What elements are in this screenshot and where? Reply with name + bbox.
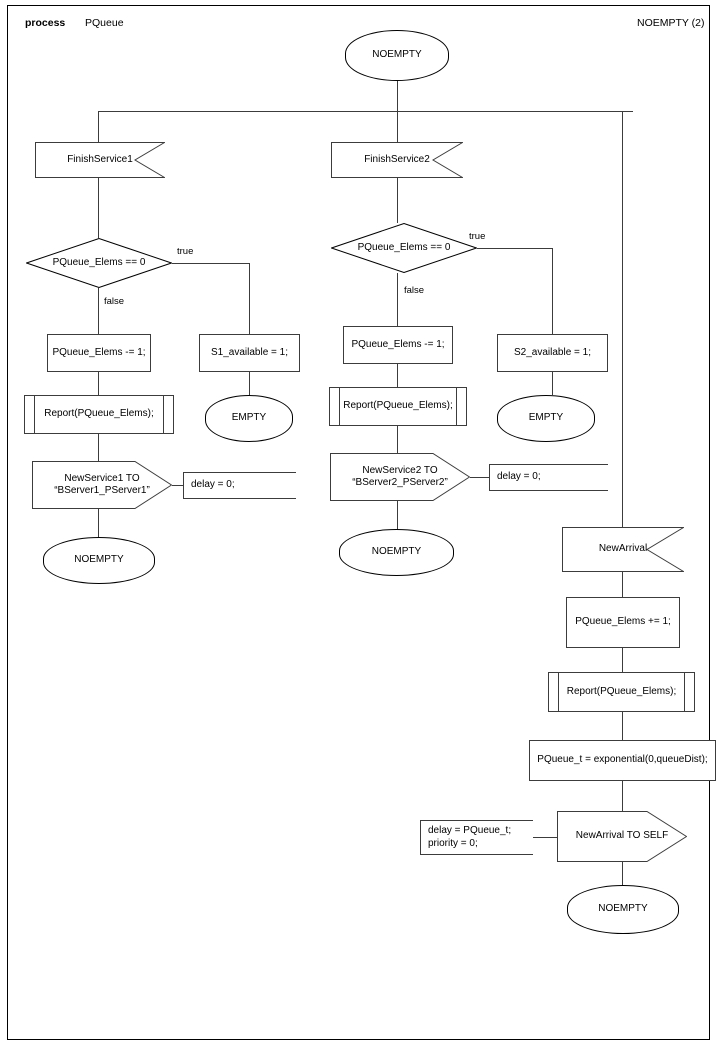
connector-out2-noempty2 (397, 501, 398, 529)
connector-task2-report2 (397, 364, 398, 387)
node-label: PQueue_Elems -= 1; (52, 346, 146, 358)
header-process-name: PQueue (85, 17, 124, 29)
edge-label-lbl_true1: true (177, 246, 194, 257)
connector-inc-report3 (622, 648, 623, 672)
node-task_exp[interactable]: PQueue_t = exponential(0,queueDist); (529, 740, 716, 781)
node-label: EMPTY (231, 412, 267, 424)
node-label: delay = 0; (497, 471, 541, 483)
connector-s2-empty2 (552, 372, 553, 395)
node-dec1[interactable]: PQueue_Elems == 0 (26, 238, 172, 288)
connector-finish2-dec2 (397, 178, 398, 223)
node-cmt_delay3[interactable]: delay = PQueue_t; priority = 0; (420, 820, 533, 855)
node-label: PQueue_Elems += 1; (575, 616, 671, 628)
header-state-ref: NOEMPTY (2) (637, 17, 705, 29)
node-label: NOEMPTY (371, 546, 422, 558)
node-label: delay = PQueue_t; priority = 0; (428, 825, 512, 849)
node-in_finish1[interactable]: FinishService1 (35, 142, 167, 178)
node-task_s2[interactable]: S2_available = 1; (497, 334, 608, 372)
node-label: Report(PQueue_Elems); (44, 408, 154, 420)
connector-self-noempty3 (622, 862, 623, 885)
node-start_state[interactable]: NOEMPTY (345, 30, 449, 81)
connector-out1-comment (172, 485, 183, 486)
connector-fork-bar (98, 111, 633, 112)
page-border (7, 5, 710, 1040)
node-state_empty2[interactable]: EMPTY (497, 395, 595, 442)
connector-to-finish1 (98, 111, 99, 142)
node-proc_rep1[interactable]: Report(PQueue_Elems); (24, 395, 174, 434)
node-label: NOEMPTY (372, 49, 422, 61)
node-label: EMPTY (528, 412, 564, 424)
connector-s1-empty1 (249, 372, 250, 395)
node-proc_rep2[interactable]: Report(PQueue_Elems); (329, 387, 467, 426)
node-task_inc[interactable]: PQueue_Elems += 1; (566, 597, 680, 648)
node-label: S1_available = 1; (210, 346, 288, 358)
connector-newarrival-inc (622, 572, 623, 597)
node-label: delay = 0; (191, 479, 235, 491)
node-state_noempty2[interactable]: NOEMPTY (339, 529, 454, 576)
node-in_finish2[interactable]: FinishService2 (331, 142, 465, 178)
procedure-bar-left (34, 395, 35, 434)
node-label: NOEMPTY (598, 903, 648, 915)
node-label: PQueue_Elems -= 1; (351, 338, 445, 350)
connector-out2-comment (470, 477, 489, 478)
node-cmt_delay2[interactable]: delay = 0; (489, 464, 608, 491)
connector-dec1-true-v (249, 263, 250, 334)
node-state_noempty3[interactable]: NOEMPTY (567, 885, 679, 934)
node-out_newservice2[interactable]: NewService2 TO “BServer2_PServer2” (330, 453, 471, 501)
connector-dec2-true-h (477, 248, 552, 249)
node-task_s1[interactable]: S1_available = 1; (199, 334, 300, 372)
node-in_newarrival[interactable]: NewArrival (562, 527, 686, 572)
connector-to-newarrival (622, 111, 623, 527)
connector-self-comment (533, 837, 557, 838)
procedure-bar-left (558, 672, 559, 712)
connector-start-down (397, 81, 398, 111)
node-label: Report(PQueue_Elems); (343, 400, 453, 412)
node-out_self[interactable]: NewArrival TO SELF (557, 811, 688, 862)
node-label: NOEMPTY (74, 554, 124, 566)
connector-dec2-false (397, 273, 398, 326)
connector-dec1-true-h (172, 263, 249, 264)
procedure-bar-left (339, 387, 340, 426)
node-state_empty1[interactable]: EMPTY (205, 395, 293, 442)
node-label: S2_available = 1; (513, 346, 591, 358)
connector-dec2-true-v (552, 248, 553, 334)
procedure-bar-right (456, 387, 457, 426)
connector-finish1-dec1 (98, 178, 99, 238)
edge-label-lbl_false2: false (404, 285, 425, 296)
connector-report3-exp (622, 712, 623, 740)
edge-label-lbl_false1: false (104, 296, 125, 307)
connector-report1-out1 (98, 434, 99, 461)
header-keyword: process (25, 17, 66, 29)
node-label: PQueue_t = exponential(0,queueDist); (537, 754, 708, 766)
connector-to-finish2 (397, 111, 398, 142)
node-proc_rep3[interactable]: Report(PQueue_Elems); (548, 672, 695, 712)
procedure-bar-right (163, 395, 164, 434)
procedure-bar-right (684, 672, 685, 712)
node-label: Report(PQueue_Elems); (566, 685, 677, 697)
connector-out1-noempty1 (98, 509, 99, 537)
node-cmt_delay1[interactable]: delay = 0; (183, 472, 296, 499)
edge-label-lbl_true2: true (469, 231, 486, 242)
connector-dec1-false (98, 288, 99, 334)
node-task_dec1[interactable]: PQueue_Elems -= 1; (47, 334, 151, 372)
connector-exp-self (622, 781, 623, 811)
node-state_noempty1[interactable]: NOEMPTY (43, 537, 155, 584)
connector-report2-out2 (397, 426, 398, 453)
node-dec2[interactable]: PQueue_Elems == 0 (331, 223, 477, 273)
node-task_dec2[interactable]: PQueue_Elems -= 1; (343, 326, 453, 364)
connector-task1-report1 (98, 372, 99, 395)
node-out_newservice1[interactable]: NewService1 TO “BServer1_PServer1” (32, 461, 173, 509)
